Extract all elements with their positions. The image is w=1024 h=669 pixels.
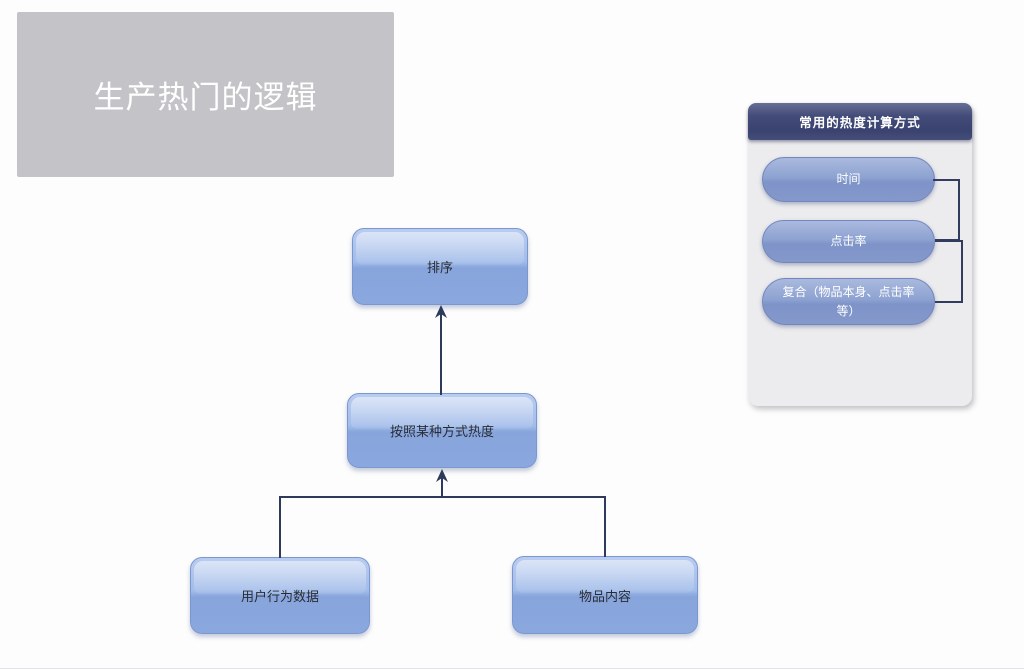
heat-methods-panel: 常用的热度计算方式 时间 点击率 复合（物品本身、点击率等）: [748, 103, 972, 406]
heat-methods-panel-header: 常用的热度计算方式: [748, 103, 972, 140]
heat-method-item-composite: 复合（物品本身、点击率等）: [762, 278, 935, 325]
page-title: 生产热门的逻辑: [93, 80, 318, 115]
title-block: 生产热门的逻辑: [17, 12, 394, 177]
heat-method-item-time: 时间: [762, 157, 935, 202]
heat-method-item-ctr-label: 点击率: [830, 234, 867, 249]
flow-node-item-content: 物品内容: [512, 556, 698, 634]
heat-method-item-ctr: 点击率: [762, 220, 935, 263]
flow-node-user-behavior-data-label: 用户行为数据: [240, 589, 319, 604]
heat-methods-panel-title: 常用的热度计算方式: [799, 116, 921, 130]
flow-node-sort-label: 排序: [426, 260, 453, 275]
arrowhead-rail-to-heat-method: [436, 469, 448, 482]
flow-node-heat-method: 按照某种方式热度: [347, 393, 537, 468]
flow-node-sort: 排序: [352, 228, 528, 305]
arrowhead-heat-method-to-sort: [435, 305, 447, 318]
heat-method-item-composite-label: 复合（物品本身、点击率等）: [782, 284, 915, 318]
heat-method-item-time-label: 时间: [836, 172, 861, 187]
flow-node-heat-method-label: 按照某种方式热度: [389, 424, 494, 439]
flow-node-item-content-label: 物品内容: [578, 588, 631, 604]
flow-node-user-behavior-data: 用户行为数据: [190, 557, 370, 634]
connector-bottom-rail: [279, 496, 606, 558]
